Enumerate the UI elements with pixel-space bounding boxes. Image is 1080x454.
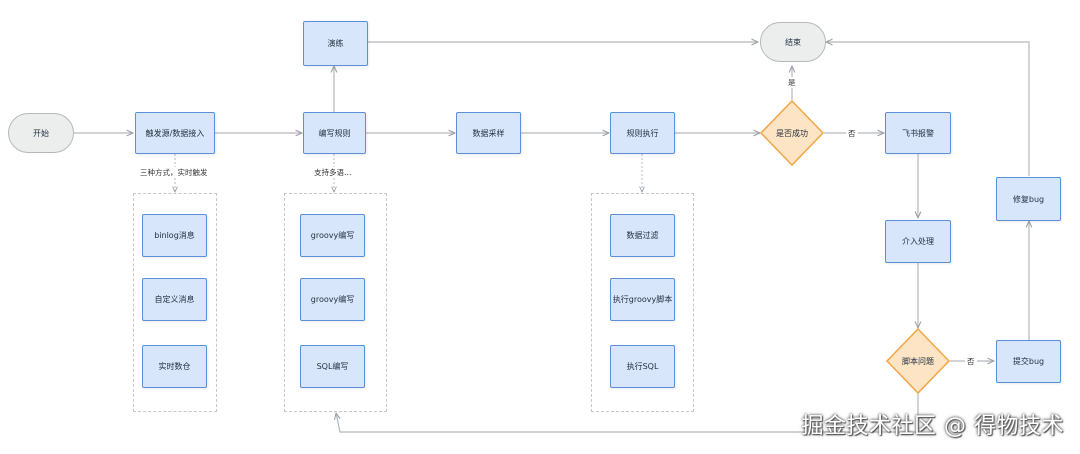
- realtime-warehouse-node: 实时数仓: [142, 345, 207, 388]
- sql-write-node: SQL编写: [300, 345, 365, 388]
- execute-group: [591, 193, 694, 412]
- submit-bug-node: 提交bug: [996, 340, 1061, 383]
- yes-label: 是: [786, 77, 798, 88]
- script-issue-decision: 脚本问题: [887, 329, 949, 393]
- success-decision: 是否成功: [761, 101, 823, 165]
- start-node: 开始: [8, 113, 74, 153]
- success-label: 是否成功: [776, 128, 808, 138]
- trigger-node: 触发源/数据接入: [135, 112, 215, 154]
- groovy-write-node-1: groovy编写: [300, 214, 365, 257]
- execute-node: 规则执行: [610, 112, 675, 154]
- success-diamond: [759, 99, 825, 167]
- edge-script-back: [336, 393, 919, 433]
- no-label-1: 否: [846, 128, 858, 139]
- custom-msg-node: 自定义消息: [142, 278, 207, 321]
- script-issue-diamond: [885, 327, 951, 395]
- binlog-node: binlog消息: [142, 214, 207, 257]
- drill-node: 演练: [303, 21, 368, 66]
- edge-fix-end: [826, 42, 1030, 176]
- sampling-node: 数据采样: [456, 112, 521, 154]
- multi-lang-label: 支持多语…: [312, 167, 354, 178]
- trigger-group: [133, 193, 217, 412]
- write-rule-node: 编写规则: [303, 112, 366, 154]
- intervene-node: 介入处理: [885, 220, 951, 263]
- script-issue-label: 脚本问题: [902, 356, 934, 366]
- data-filter-node: 数据过滤: [610, 214, 675, 257]
- exec-groovy-node: 执行groovy脚本: [610, 278, 675, 321]
- write-group: [284, 193, 387, 412]
- end-node: 结束: [760, 22, 826, 62]
- exec-sql-node: 执行SQL: [610, 345, 675, 388]
- feishu-alert-node: 飞书报警: [885, 112, 951, 154]
- fix-bug-node: 修复bug: [996, 177, 1061, 221]
- watermark: 掘金技术社区 @ 得物技术: [801, 414, 1064, 439]
- groovy-write-node-2: groovy编写: [300, 278, 365, 321]
- no-label-2: 否: [965, 356, 977, 367]
- three-ways-label: 三种方式，实时触发: [138, 167, 210, 178]
